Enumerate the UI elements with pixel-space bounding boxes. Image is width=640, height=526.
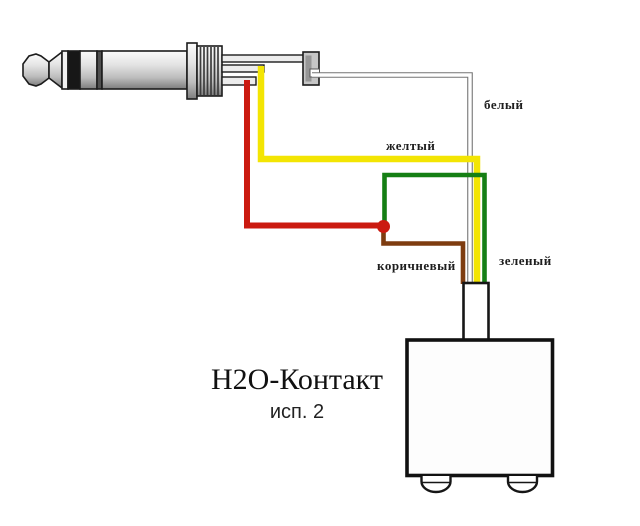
wire-white-core (312, 73, 472, 284)
trs-jack-plug-icon (22, 42, 320, 100)
plug-spacer-ring (61, 50, 69, 90)
module-box (405, 338, 555, 478)
plug-flange (186, 42, 198, 100)
module-subtitle: исп. 2 (269, 401, 325, 423)
wire-red (244, 80, 380, 229)
module-foot-right (506, 476, 539, 494)
plug-tip-flare (48, 50, 63, 90)
plug-bracket-shade (305, 55, 312, 82)
plug-insulator-ring (67, 50, 81, 90)
plug-barrel (101, 50, 188, 90)
wire-white-casing (312, 72, 473, 284)
wire-label-yellow: желтый (386, 138, 436, 153)
module-title: Н2О-Контакт (211, 363, 383, 396)
cable-sleeve (462, 281, 490, 343)
module-foot-left (420, 476, 452, 494)
plug-tab-top (221, 54, 308, 63)
wire-brown (381, 226, 466, 284)
wire-label-green: зеленый (499, 253, 552, 268)
plug-thread-ridges (199, 47, 219, 95)
plug-ring-contact (79, 50, 98, 90)
wire-junction-dot (377, 220, 390, 233)
wire-yellow (257, 66, 481, 284)
plug-tab-bottom (221, 76, 257, 86)
module-title-block: Н2О-Контакт исп. 2 (172, 363, 422, 424)
wire-green (382, 172, 487, 284)
plug-tip (22, 53, 50, 87)
plug-tab-middle (221, 64, 265, 73)
wire-label-white: белый (484, 97, 524, 112)
wire-label-brown: коричневый (377, 258, 456, 273)
